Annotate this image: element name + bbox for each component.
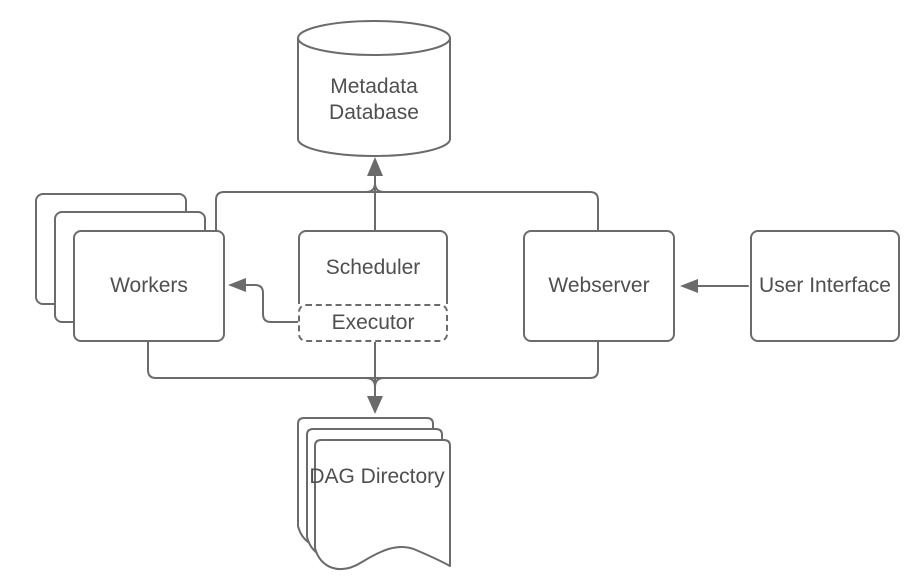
edge-top-bus-fillet-right <box>374 182 385 193</box>
executor-label: Executor <box>331 311 415 334</box>
edge-top-bus-fillet-left <box>365 182 376 193</box>
workers-box: Workers <box>73 230 225 342</box>
executor-box: Executor <box>298 304 448 342</box>
edge-executor-to-workers <box>244 284 299 323</box>
arrowhead-to-webserver <box>680 279 698 293</box>
scheduler-label: Scheduler <box>325 256 421 279</box>
webserver-label: Webserver <box>548 274 650 297</box>
edge-bottom-bus-fillet-right <box>374 377 385 388</box>
arrowhead-to-workers <box>228 278 246 292</box>
user-interface-label: User Interface <box>759 274 891 297</box>
dag-directory-label: DAG Directory <box>309 465 445 488</box>
edge-bottom-bus <box>147 341 599 379</box>
arrowhead-to-database <box>367 157 383 176</box>
arrowhead-to-dag-directory <box>367 396 383 414</box>
user-interface-box: User Interface <box>750 230 900 342</box>
metadata-database-label: Metadata Database <box>329 75 419 124</box>
edge-top-bus <box>215 191 599 231</box>
cylinder-top <box>297 20 451 56</box>
scheduler-box: Scheduler <box>298 230 448 304</box>
webserver-box: Webserver <box>523 230 675 342</box>
edge-bottom-bus-fillet-left <box>365 377 376 388</box>
workers-label: Workers <box>110 274 188 297</box>
